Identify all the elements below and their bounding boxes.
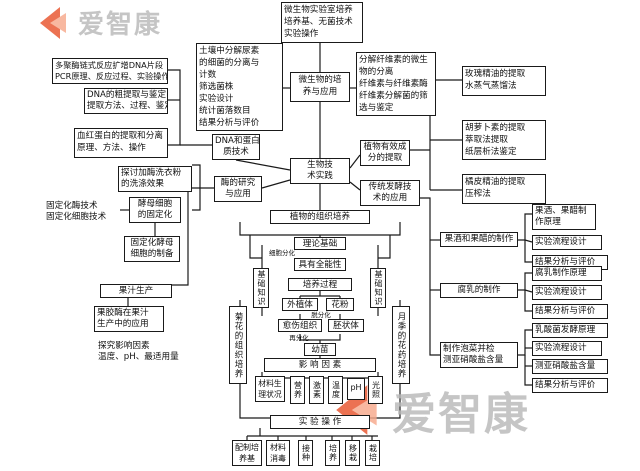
cell-differentiation-label: 细胞分化 (269, 249, 295, 257)
culture-process-box: 培养过程 (288, 278, 352, 291)
op-transplant: 移栽 (345, 440, 360, 466)
factor-ph: pH (347, 378, 365, 400)
pickle-principle-box: 乳酸菌发酵原理 (532, 323, 608, 338)
op-cultivate: 栽培 (365, 440, 380, 466)
micro-culture-apply-box: 微生物的培 养与应用 (290, 72, 350, 102)
nitrite-box: 测亚硝酸盐含量 (532, 359, 608, 374)
factor-light: 光照 (368, 376, 383, 404)
chrysanthemum-culture-box: 菊花的组织培养 (229, 306, 247, 384)
enzyme-research-box: 酶的研究 与应用 (214, 176, 262, 202)
wine-vinegar-box: 果酒和果醋的制作 (440, 232, 518, 247)
dedifferentiation-label: 脱分化 (311, 311, 331, 319)
rose-oil-box: 玫瑰精油的提取 水蒸气蒸馏法 (462, 66, 546, 96)
dna-extraction-box: DNA的粗提取与鉴定 提取方法、过程、鉴定 (84, 88, 168, 114)
sufu-box: 腐乳的制作 (440, 283, 518, 298)
yeast-immobilization-box: 酵母细胞 的固定化 (129, 197, 181, 223)
plant-tissue-culture-box: 植物的组织培养 (270, 210, 370, 224)
op-sterilize-material: 材料 消毒 (266, 440, 290, 466)
sufu-principle-box: 腐乳制作原理 (532, 266, 602, 281)
wine-principle-box: 果酒、果醋制 作原理 (532, 204, 596, 230)
hemoglobin-box: 血红蛋白的提取和分离 原理、方法、操作 (74, 128, 168, 158)
callus-box: 愈伤组织 (278, 319, 322, 332)
watermark-text: 爱智康 (392, 389, 530, 440)
seedling-box: 幼苗 (304, 343, 336, 356)
factors-text: 探究影响因素 温度、pH、最适用量 (98, 341, 179, 362)
watermark-text: 爱智康 (78, 10, 163, 40)
lab-culture-box: 微生物实验室培养 培养基、无菌技术 实验操作 (281, 2, 363, 43)
rose-anther-culture-box: 月季的花药培养 (392, 306, 410, 384)
soil-bacteria-box: 土壤中分解尿素 的细菌的分离与 计数 筛选菌株 实验设计 统计菌落数目 结果分析… (196, 43, 283, 131)
cellulose-microbe-box: 分解纤维素的微生 物的分离 纤维素与纤维素酶 纤维素分解菌的筛 选与鉴定 (356, 52, 436, 116)
explant-box: 外植体 (282, 298, 318, 311)
factor-temperature: 温度 (328, 376, 343, 404)
dna-protein-tech-box: DNA和蛋白 质技术 (212, 134, 260, 160)
watermark-logo-icon (40, 6, 66, 39)
pickle-eval-box: 结果分析与评价 (532, 378, 608, 393)
experiment-operation-title: 实 验 操 作 (270, 415, 370, 429)
pickle-box: 制作泡菜并检 测亚硝酸盐含量 (440, 342, 518, 368)
immobilization-tech-text: 固定化酶技术 固定化细胞技术 (46, 201, 107, 222)
pectinase-box: 果胶酶在果汁 生产中的应用 (94, 306, 164, 332)
sufu-eval-box: 结果分析与评价 (532, 304, 608, 319)
detergent-box: 探讨加酶洗衣粉 的洗涤效果 (118, 166, 192, 192)
factor-nutrition: 营养 (290, 376, 305, 404)
orange-peel-oil-box: 橘皮精油的提取 压榨法 (462, 174, 546, 204)
op-inoculate: 接种 (298, 440, 313, 466)
yeast-preparation-box: 固定化酵母 细胞的制备 (124, 236, 180, 262)
basics-left-box: 基础知识 (253, 268, 269, 308)
watermark-top-left: 爱智康 (36, 4, 162, 41)
fermentation-box: 传统发酵技 术的应用 (360, 180, 420, 206)
sufu-design-box: 实验流程设计 (532, 285, 602, 300)
carotene-box: 胡萝卜素的提取 萃取法提取 纸层析法鉴定 (462, 120, 546, 160)
op-culture: 培养 (325, 440, 340, 466)
biotech-practice-box: 生物技 术实践 (290, 158, 350, 184)
plant-extraction-box: 植物有效成 分的提取 (360, 140, 410, 166)
pickle-design-box: 实验流程设计 (532, 341, 602, 356)
redifferentiation-label: 再分化 (289, 334, 309, 342)
factor-material: 材料生 理状况 (255, 376, 285, 402)
juice-production-box: 果汁生产 (100, 284, 172, 298)
pollen-box: 花粉 (326, 298, 354, 311)
embryoid-box: 胚状体 (328, 319, 364, 332)
wine-design-box: 实验流程设计 (532, 235, 602, 250)
influence-factors-title: 影 响 因 素 (264, 358, 376, 372)
theory-basis-box: 理论基础 (294, 237, 346, 250)
factor-hormone: 激素 (309, 376, 324, 404)
pcr-box: 多聚酶链式反应扩增DNA片段 PCR原理、反应过程、实验操作 (52, 58, 168, 84)
basics-right-box: 基础知识 (370, 268, 386, 308)
totipotency-box: 具有全能性 (294, 258, 346, 271)
op-prepare-medium: 配制培 养基 (232, 440, 262, 466)
